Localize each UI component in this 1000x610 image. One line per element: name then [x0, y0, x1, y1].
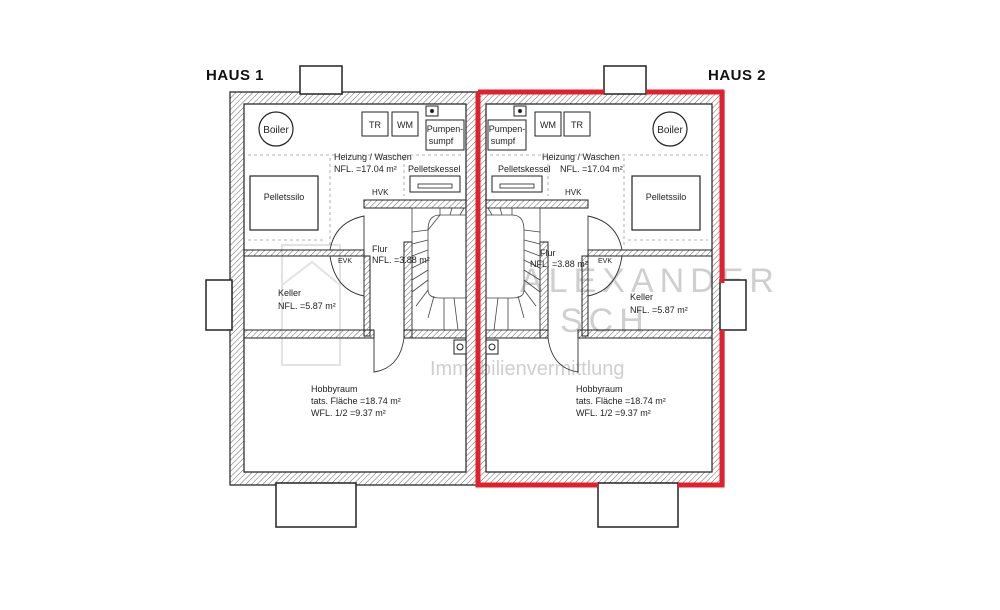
dryer-box: [563, 111, 591, 137]
wall-keller-right: [363, 255, 371, 337]
pump-sump-label-1: Pumpen-: [489, 124, 526, 134]
pelletssilo-label: Pelletssilo: [646, 192, 687, 202]
watermark-line3: Immobilienvermittlung: [430, 358, 625, 380]
light-well-right: [719, 279, 747, 331]
evk-label: EVK: [338, 258, 352, 265]
drain-icon: [485, 339, 499, 355]
boiler-label: Boiler: [263, 125, 289, 136]
hvk-label: HVK: [372, 188, 389, 197]
light-well-top: [299, 65, 343, 95]
pelletskessel-label: Pelletskessel: [498, 164, 551, 174]
staircase: [411, 207, 467, 331]
boiler-label: Boiler: [657, 125, 683, 136]
doors: [329, 215, 405, 373]
doors: [547, 215, 623, 373]
boiler-tank: [652, 111, 688, 147]
house-1-title: HAUS 1: [206, 67, 264, 84]
light-well-bottom: [275, 482, 357, 528]
hobby-room-name: Hobbyraum: [576, 384, 623, 394]
hvk-label: HVK: [565, 188, 582, 197]
wall-flur-top: [485, 199, 589, 209]
hobby-room-area-actual: tats. Fläche =18.74 m²: [576, 396, 666, 406]
keller-room-name: Keller: [278, 288, 301, 298]
dryer-box: [361, 111, 389, 137]
drain-icon: [453, 339, 467, 355]
wall-heizung-keller: [587, 249, 713, 257]
flur-room-name: Flur: [372, 244, 388, 254]
flur-room-area: NFL. =3.88 m²: [372, 255, 430, 265]
staircase: [485, 207, 541, 331]
pump-sump-label-2: sumpf: [429, 136, 454, 146]
hobby-room-area-wfl: WFL. 1/2 =9.37 m²: [311, 408, 386, 418]
hobby-room-area-wfl: WFL. 1/2 =9.37 m²: [576, 408, 651, 418]
house-2-title: HAUS 2: [708, 67, 766, 84]
pelletssilo-box: [249, 175, 319, 231]
pump-sump-box: [425, 119, 465, 151]
washer-box: [391, 111, 419, 137]
pelletskessel-label: Pelletskessel: [408, 164, 461, 174]
house-1: Boiler TR WM Pumpen- sumpf Heizung / Was…: [205, 65, 479, 528]
wall-keller-hobby: [243, 329, 375, 339]
pelletssilo-label: Pelletssilo: [264, 192, 305, 202]
light-well-bottom: [597, 482, 679, 528]
heizung-room-name: Heizung / Waschen: [542, 152, 620, 162]
keller-room-area: NFL. =5.87 m²: [278, 301, 336, 311]
keller-room-area: NFL. =5.87 m²: [630, 305, 688, 315]
washer-label: WM: [540, 120, 556, 130]
heizung-room-area: NFL. =17.04 m²: [560, 164, 623, 174]
pump-sump-box: [487, 119, 527, 151]
dryer-label: TR: [571, 120, 583, 130]
house-1-outer-wall: [229, 91, 479, 486]
house-2-highlight-outline: [475, 89, 725, 488]
washer-label: WM: [397, 120, 413, 130]
flur-room-area: NFL. =3.88 m²: [530, 259, 588, 269]
light-well-top: [603, 65, 647, 95]
dryer-label: TR: [369, 120, 381, 130]
boiler-tank: [258, 111, 294, 147]
hobby-room-name: Hobbyraum: [311, 384, 358, 394]
wall-heizung-keller: [243, 249, 365, 257]
heizung-room-name: Heizung / Waschen: [334, 152, 412, 162]
wall-flur-top: [363, 199, 467, 209]
keller-room-name: Keller: [630, 292, 653, 302]
flur-room-name: Flur: [540, 248, 556, 258]
watermark-logo: [281, 244, 341, 366]
evk-label: EVK: [598, 258, 612, 265]
hobby-room-area-actual: tats. Fläche =18.74 m²: [311, 396, 401, 406]
wall-keller-hobby: [577, 329, 713, 339]
pump-sump-label-2: sumpf: [491, 136, 516, 146]
wall-stair-bottom: [403, 329, 467, 339]
pelletssilo-box: [631, 175, 701, 231]
house-2: Boiler TR WM Pumpen- sumpf Heizung / Was…: [475, 65, 766, 528]
pump-sump-label-1: Pumpen-: [427, 124, 464, 134]
washer-box: [534, 111, 562, 137]
wall-stair-bottom: [485, 329, 549, 339]
light-well-left: [205, 279, 233, 331]
heizung-room-area: NFL. =17.04 m²: [334, 164, 397, 174]
